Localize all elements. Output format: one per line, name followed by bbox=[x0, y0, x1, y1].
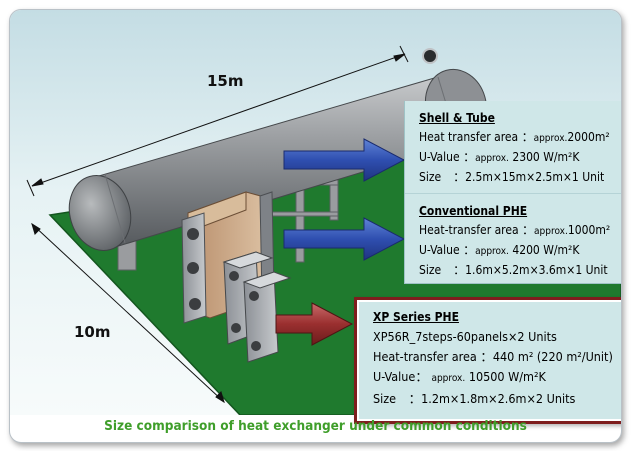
length-label: 15m bbox=[207, 72, 244, 90]
size-value: 1.2m×1.8m×2.6m×2 Units bbox=[421, 391, 576, 406]
size-label: Size ： bbox=[373, 391, 422, 406]
xp-series-info-box: XP Series PHE XP56R_7steps-60panels×2 Un… bbox=[354, 297, 621, 424]
shell-tube-arrow bbox=[283, 138, 406, 182]
shell-tube-area: Heat transfer area ：approx.2000m² bbox=[419, 128, 610, 148]
area-prefix: approx. bbox=[533, 133, 568, 144]
uvalue-prefix: approx. bbox=[475, 246, 509, 257]
shell-tube-info: Shell & Tube Heat transfer area ：approx.… bbox=[419, 111, 610, 186]
uvalue-prefix: approx. bbox=[475, 153, 509, 164]
area-label: Heat transfer area ： bbox=[419, 130, 534, 144]
conventional-phe-uvalue: U-Value ：approx. 4200 W/m²K bbox=[419, 241, 610, 261]
conventional-phe-info: Conventional PHE Heat-transfer area ：app… bbox=[419, 204, 610, 279]
size-value: 2.5m×15m×2.5m×1 Unit bbox=[465, 170, 605, 184]
width-dimension-line bbox=[31, 222, 225, 404]
uvalue-label: U-Value ： bbox=[419, 243, 476, 257]
uvalue-prefix: approx. bbox=[431, 373, 466, 384]
section-divider bbox=[405, 193, 621, 194]
xp-series-units bbox=[222, 251, 292, 363]
shell-tube-title: Shell & Tube bbox=[419, 111, 495, 125]
conventional-phe-area: Heat-transfer area ：approx.1000m² bbox=[419, 221, 610, 241]
conventional-phe-size: Size ：1.6m×5.2m×3.6m×1 Unit bbox=[419, 261, 610, 279]
area-value: 1000m² bbox=[567, 223, 611, 237]
figure-frame: 15m 10m Shell & Tube Heat transfer area … bbox=[9, 9, 622, 443]
conventional-phe-arrow bbox=[283, 217, 406, 261]
tank-nozzle bbox=[422, 48, 438, 64]
xp-series-arrow bbox=[275, 302, 354, 346]
uvalue-value: 10500 W/m²K bbox=[468, 369, 546, 384]
tank-end-cap-left bbox=[68, 175, 132, 251]
uvalue-label: U-Value ： bbox=[419, 150, 476, 164]
size-label: Size ： bbox=[419, 170, 466, 184]
area-value: 440 m² (220 m²/Unit) bbox=[492, 349, 613, 364]
size-label: Size ： bbox=[419, 263, 466, 277]
xp-series-area: Heat-transfer area ：440 m² (220 m²/Unit) bbox=[373, 347, 613, 367]
area-value: 2000m² bbox=[567, 130, 610, 144]
comparison-info-box: Shell & Tube Heat transfer area ：approx.… bbox=[404, 101, 621, 284]
uvalue-label: U-Value： bbox=[373, 369, 428, 384]
width-label: 10m bbox=[74, 323, 111, 341]
xp-series-info: XP Series PHE XP56R_7steps-60panels×2 Un… bbox=[373, 310, 613, 409]
xp-series-uvalue: U-Value： approx. 10500 W/m²K bbox=[373, 367, 613, 389]
length-dimension-line bbox=[26, 45, 409, 197]
figure-caption: Size comparison of heat exchanger under … bbox=[104, 418, 527, 434]
area-label: Heat-transfer area ： bbox=[373, 349, 493, 364]
xp-series-size: Size ：1.2m×1.8m×2.6m×2 Units bbox=[373, 389, 613, 409]
uvalue-value: 4200 W/m²K bbox=[512, 243, 580, 257]
uvalue-value: 2300 W/m²K bbox=[512, 150, 580, 164]
xp-series-model: XP56R_7steps-60panels×2 Units bbox=[373, 329, 557, 344]
size-value: 1.6m×5.2m×3.6m×1 Unit bbox=[465, 263, 608, 277]
tank-seam-left bbox=[104, 173, 126, 244]
area-label: Heat-transfer area ： bbox=[419, 223, 535, 237]
xp-series-title: XP Series PHE bbox=[373, 310, 459, 324]
xp-series-panel: XP Series PHE XP56R_7steps-60panels×2 Un… bbox=[359, 302, 621, 419]
shell-tube-size: Size ：2.5m×15m×2.5m×1 Unit bbox=[419, 168, 610, 186]
shell-tube-uvalue: U-Value ：approx. 2300 W/m²K bbox=[419, 148, 610, 168]
conventional-phe-title: Conventional PHE bbox=[419, 204, 528, 218]
area-prefix: approx. bbox=[534, 226, 568, 237]
